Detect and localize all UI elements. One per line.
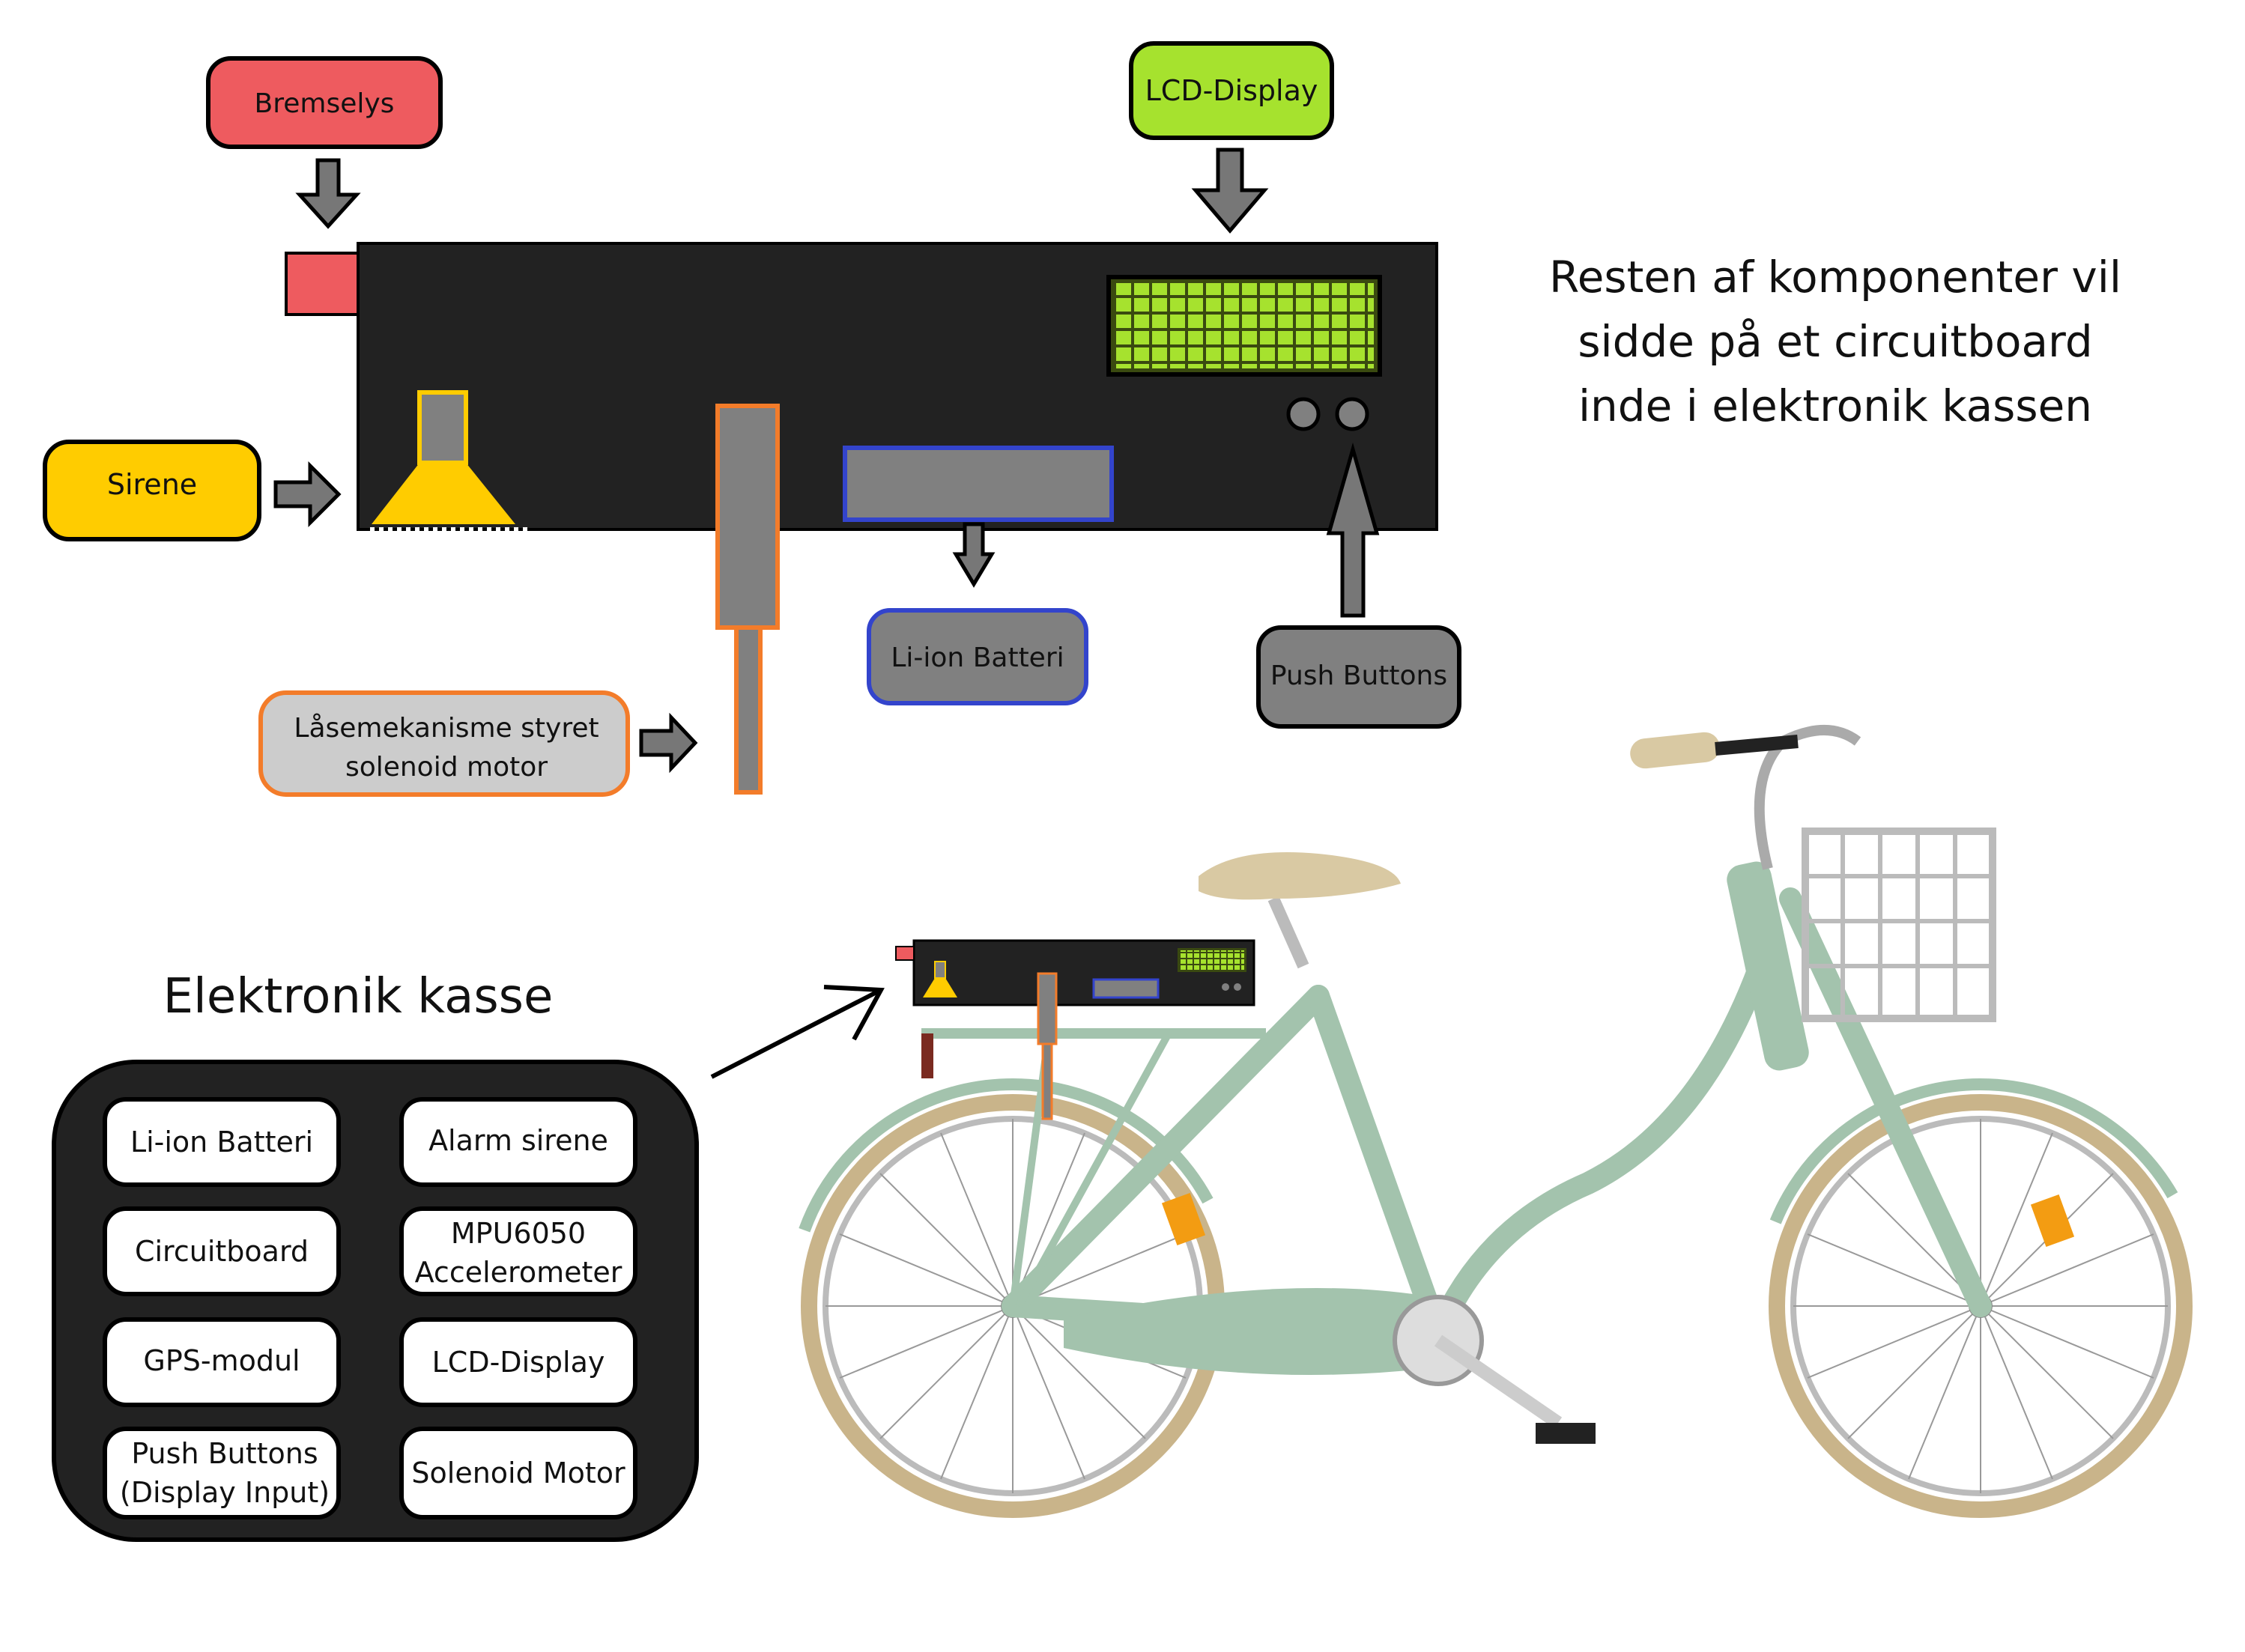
component-chip — [399, 1206, 637, 1296]
callout-lcd-display — [1129, 41, 1334, 140]
arrow-down-icon — [295, 158, 361, 229]
callout-brake-light — [206, 56, 443, 149]
arrow-down-icon — [1191, 148, 1269, 234]
solenoid-actuator-icon — [715, 404, 780, 795]
callout-brake-light-label: Bremselys — [255, 88, 395, 119]
callout-siren — [43, 440, 261, 541]
callout-lock-mechanism — [258, 690, 630, 797]
component-box-title: Elektronik kasse — [163, 969, 554, 1024]
component-solenoid: Solenoid Motor — [411, 1457, 625, 1489]
arrow-up-icon — [952, 522, 996, 588]
component-push-line2: (Display Input) — [120, 1476, 330, 1509]
bicycle-icon — [785, 725, 2208, 1534]
component-lcd: LCD-Display — [432, 1346, 605, 1379]
component-battery: Li-ion Batteri — [130, 1126, 313, 1158]
component-gps: GPS-modul — [143, 1344, 300, 1377]
component-chip — [103, 1317, 341, 1407]
pointer-arrow-icon — [710, 985, 885, 1079]
component-chip — [103, 1427, 341, 1519]
arrow-right-icon — [273, 461, 342, 528]
brake-light-icon — [285, 252, 360, 316]
component-chip — [103, 1097, 341, 1187]
component-alarm: Alarm sirene — [428, 1124, 608, 1157]
component-mpu-line2: Accelerometer — [415, 1256, 622, 1289]
callout-battery-label: Li-ion Batteri — [891, 643, 1064, 673]
siren-horn-icon — [370, 390, 529, 533]
component-chip — [399, 1317, 637, 1407]
component-chip — [103, 1206, 341, 1296]
callout-siren-label: Sirene — [107, 468, 197, 501]
component-push-line1: Push Buttons — [131, 1437, 318, 1470]
component-chip — [399, 1427, 637, 1519]
mini-electronics-box — [895, 939, 1255, 1120]
component-chip — [399, 1097, 637, 1187]
component-mpu-line1: MPU6050 — [451, 1217, 586, 1250]
callout-lcd-display-label: LCD-Display — [1145, 74, 1318, 107]
callout-battery — [867, 608, 1088, 705]
push-button-icon — [1286, 397, 1321, 431]
arrow-right-icon — [639, 712, 698, 774]
note-line3: inde i elektronik kassen — [1578, 380, 2092, 431]
component-list: Li-ion Batteri Alarm sirene Circuitboard… — [103, 1097, 637, 1519]
callout-lock-line2: solenoid motor — [345, 752, 548, 783]
note-line1: Resten af komponenter vil — [1549, 252, 2121, 303]
component-circuitboard: Circuitboard — [135, 1235, 309, 1268]
callout-push-buttons — [1256, 625, 1461, 729]
note-line2: sidde på et circuitboard — [1578, 316, 2092, 367]
callout-lock-line1: Låsemekanisme styret — [294, 713, 599, 744]
push-button-icon — [1335, 397, 1369, 431]
arrow-up-icon — [1326, 442, 1380, 618]
callout-push-buttons-label: Push Buttons — [1270, 661, 1447, 691]
battery-bar-icon — [843, 446, 1114, 522]
